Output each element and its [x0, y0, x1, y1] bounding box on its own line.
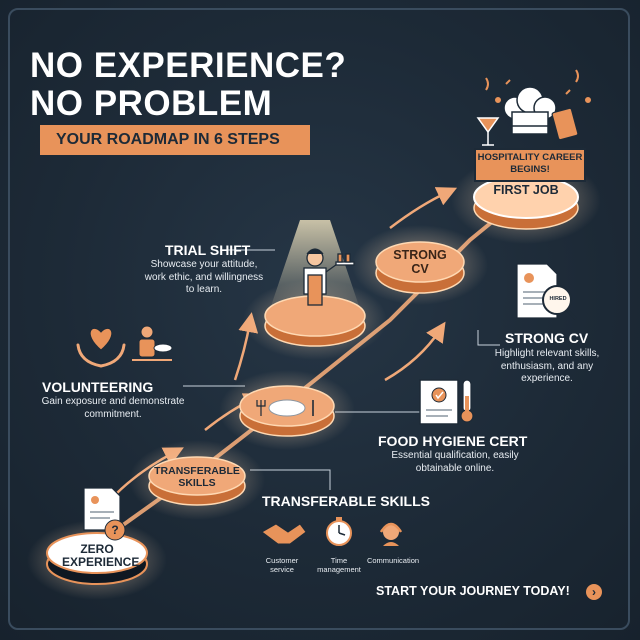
platform-strong-cv: [352, 225, 488, 305]
svg-text:?: ?: [111, 523, 118, 537]
cta-text[interactable]: START YOUR JOURNEY TODAY!: [376, 584, 570, 598]
card-icon: [551, 107, 579, 141]
food-hygiene-heading: FOOD HYGIENE CERT: [378, 433, 528, 449]
platform-zero-experience: [27, 520, 167, 600]
handshake-icon: [261, 523, 307, 545]
platform-trial-shift: [243, 220, 387, 360]
resume-icon: [516, 263, 578, 321]
roadmap-banner: YOUR ROADMAP IN 6 STEPS: [40, 125, 310, 155]
thermometer-icon: [460, 379, 474, 423]
fork-icon: [256, 400, 266, 416]
magnifier-icon: [542, 285, 572, 315]
platform-transferable-skills: [129, 440, 265, 520]
platform-food-hygiene: [219, 370, 355, 450]
skill-communication: Communication: [366, 556, 420, 565]
certificate-icon: [419, 379, 459, 425]
question-icon: ?: [104, 519, 126, 541]
strong-cv-heading: STRONG CV: [505, 330, 589, 346]
cv-document-icon: [83, 487, 121, 531]
heart-hands-icon: [76, 327, 126, 368]
food-hygiene-text: Essential qualification, easily obtainab…: [391, 450, 519, 474]
chef-hat-icon: [503, 86, 557, 135]
hospitality-career-badge: HOSPITALITY CAREER BEGINS!: [474, 148, 586, 182]
confetti-icon: [485, 69, 591, 103]
chevron-right-icon[interactable]: ›: [586, 584, 602, 600]
transferable-skills-heading: TRANSFERABLE SKILLS: [262, 493, 430, 509]
step-transferable-skills: TRANSFERABLE SKILLS: [154, 465, 240, 489]
waiter-icon: [303, 248, 355, 306]
title-line-1: NO EXPERIENCE?: [30, 46, 347, 85]
title-line-2: NO PROBLEM: [30, 84, 273, 123]
step-first-job: FIRST JOB: [493, 183, 559, 197]
skill-time-management: Time management: [317, 556, 361, 574]
hired-badge-text: HIRED: [549, 296, 567, 302]
step-strong-cv: STRONG CV: [393, 248, 447, 276]
headset-icon: [379, 522, 403, 546]
stopwatch-icon: [326, 517, 352, 546]
border-frame: [8, 8, 630, 630]
plate-icon: [268, 399, 306, 417]
volunteering-text: Gain exposure and demonstrate commitment…: [41, 396, 185, 420]
volunteering-heading: VOLUNTEERING: [42, 379, 154, 395]
strong-cv-text: Highlight relevant skills, enthusiasm, a…: [494, 348, 600, 384]
volunteer-serving-icon: [132, 325, 173, 361]
skill-customer-service: Customer service: [265, 556, 299, 574]
trial-shift-heading: TRIAL SHIFT: [165, 242, 251, 258]
cocktail-icon: [476, 117, 500, 146]
trial-shift-text: Showcase your attitude, work ethic, and …: [144, 259, 264, 295]
step-zero-experience: ZERO EXPERIENCE: [62, 542, 140, 570]
